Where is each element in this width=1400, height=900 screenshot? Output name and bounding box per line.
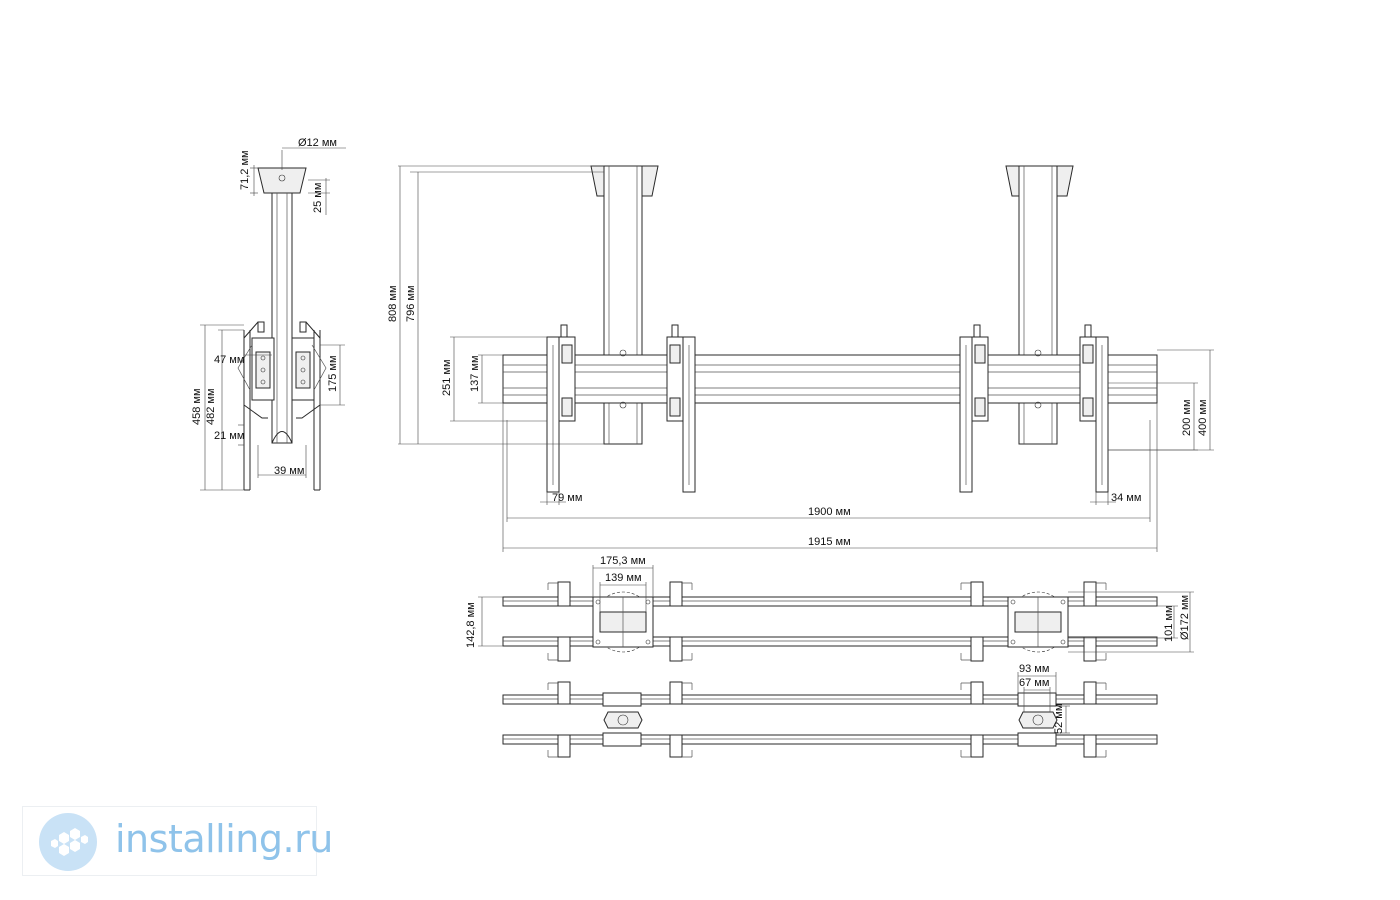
ceiling-plate-right: [1007, 591, 1069, 653]
plate-diameter-label: Ø172 мм: [1179, 595, 1191, 640]
ceiling-plate-left: [592, 591, 654, 653]
vesa-b-label: 400 мм: [1197, 399, 1209, 436]
front-bracket-2: [666, 324, 696, 493]
rail-clips-2: [547, 681, 1107, 758]
drop-height-a-label: 808 мм: [387, 285, 399, 322]
right-offset-label: 34 мм: [1111, 492, 1141, 504]
rail-length-a-label: 1900 мм: [808, 506, 851, 518]
cloud-hexagon-logo-icon: [39, 813, 97, 871]
bracket-span-b-label: 137 мм: [469, 355, 481, 392]
clamp-width-b-label: 67 мм: [1019, 677, 1049, 689]
front-bracket-4: [1079, 324, 1109, 493]
plate-inner-label: 101 мм: [1163, 605, 1175, 642]
site-logo[interactable]: installing.ru: [22, 806, 333, 876]
flange-depth-label: 25 мм: [312, 183, 324, 213]
rod-diameter-label: Ø12 мм: [298, 137, 337, 149]
top-view-2: 93 мм 67 мм 52 мм: [502, 663, 1158, 758]
bracket-height-label: 175 мм: [327, 355, 339, 392]
drop-height-b-label: 796 мм: [405, 285, 417, 322]
top-view-1: 175,3 мм 139 мм 142,8 мм 101 мм Ø172 мм: [465, 555, 1194, 662]
overall-height-b-label: 482 мм: [205, 388, 217, 425]
overall-height-a-label: 458 мм: [191, 388, 203, 425]
rail-clips-1: [547, 581, 1107, 662]
clamp-width-a-label: 93 мм: [1019, 663, 1049, 675]
logo-text: installing.ru: [115, 817, 333, 861]
left-offset-label: 79 мм: [552, 492, 582, 504]
bracket-span-a-label: 251 мм: [441, 359, 453, 396]
front-bracket-3: [959, 324, 989, 493]
plate-width-a-label: 175,3 мм: [600, 555, 646, 567]
rail-length-b-label: 1915 мм: [808, 536, 851, 548]
rail-spacing-label: 142,8 мм: [465, 602, 477, 648]
side-view: Ø12 мм 71,2 мм 25 мм 47 мм 175 мм 458 мм…: [191, 137, 346, 491]
vesa-a-label: 200 мм: [1181, 399, 1193, 436]
column-clamp-left: [602, 692, 643, 747]
column-clamp-right: [1017, 692, 1058, 747]
bracket-offset-label: 47 мм: [214, 354, 244, 366]
plate-width-b-label: 139 мм: [605, 572, 642, 584]
front-view: 808 мм 796 мм 251 мм 137 мм 200 мм 400 м…: [387, 165, 1214, 552]
flange-height-label: 71,2 мм: [239, 150, 251, 190]
column-width-label: 39 мм: [274, 465, 304, 477]
foot-depth-label: 21 мм: [214, 430, 244, 442]
clamp-height-label: 52 мм: [1053, 704, 1065, 734]
front-bracket-1: [546, 324, 576, 493]
